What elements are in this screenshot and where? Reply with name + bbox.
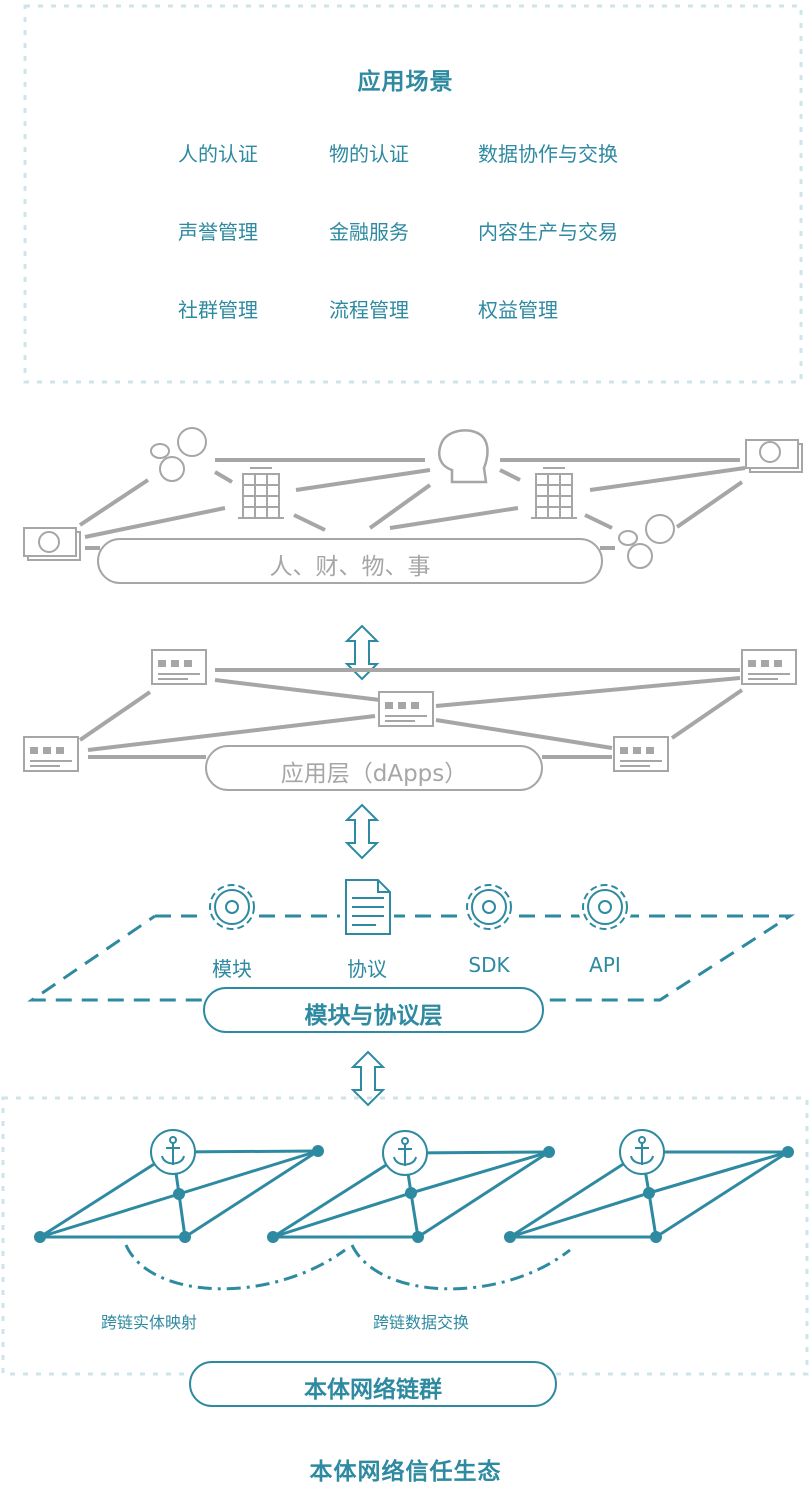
cross-chain-exchange-link	[350, 1244, 571, 1291]
anchor-icon-2	[382, 1130, 428, 1176]
scenario-item: 内容生产与交易	[478, 220, 618, 244]
module-pill	[203, 987, 544, 1033]
api-component-label: API	[589, 953, 621, 977]
gear-icon-api	[578, 880, 632, 934]
scenario-item: 流程管理	[329, 298, 409, 322]
assets-pill	[97, 538, 603, 584]
scenario-item: 人的认证	[178, 142, 258, 166]
scenario-item: 声誉管理	[178, 220, 258, 244]
sdk-component-label: SDK	[468, 953, 510, 977]
scenario-item: 权益管理	[478, 298, 558, 322]
anchor-icon	[150, 1129, 196, 1175]
scenario-item: 社群管理	[178, 298, 258, 322]
protocol-component-label: 协议	[347, 957, 387, 981]
chain-network-3	[509, 1150, 789, 1239]
ecosystem-title: 本体网络信任生态	[309, 1459, 502, 1485]
chain-network-2	[272, 1150, 550, 1239]
building-icon	[238, 467, 284, 519]
double-arrow-icon	[344, 624, 380, 681]
chain-layer-label: 本体网络链群	[304, 1377, 442, 1403]
scenario-item: 数据协作与交换	[478, 142, 618, 166]
anchor-icon-3	[619, 1129, 665, 1175]
assets-layer-label: 人、财、物、事	[269, 554, 431, 580]
app-pill	[205, 745, 543, 791]
gear-icon	[205, 880, 259, 934]
double-arrow-icon-3	[350, 1050, 386, 1107]
module-component-label: 模块	[212, 957, 252, 981]
document-icon	[340, 876, 394, 938]
double-arrow-icon-2	[344, 803, 380, 860]
cross-chain-exchange-label: 跨链数据交换	[373, 1313, 470, 1332]
scenario-item: 金融服务	[329, 220, 409, 244]
app-layer-label: 应用层（dApps）	[280, 761, 468, 787]
scenarios-frame	[23, 4, 803, 384]
app-network	[78, 668, 744, 759]
person-head-icon	[438, 429, 489, 484]
coins-icon-right	[618, 514, 675, 569]
building-icon-right	[531, 467, 577, 519]
node-icon	[34, 1145, 794, 1243]
gear-icon-sdk	[462, 880, 516, 934]
module-layer-label: 模块与协议层	[304, 1003, 443, 1029]
banknote-icon	[23, 527, 81, 561]
chain-pill	[189, 1361, 557, 1407]
scenarios-title: 应用场景	[357, 69, 454, 95]
cross-chain-mapping-label: 跨链实体映射	[101, 1313, 198, 1332]
coins-icon	[150, 427, 207, 482]
scenario-item: 物的认证	[329, 142, 409, 166]
banknote-icon-right	[745, 439, 803, 473]
module-plane	[27, 914, 796, 1002]
app-window-details	[30, 660, 790, 767]
assets-network	[78, 458, 746, 550]
cross-chain-mapping-link	[124, 1244, 346, 1291]
